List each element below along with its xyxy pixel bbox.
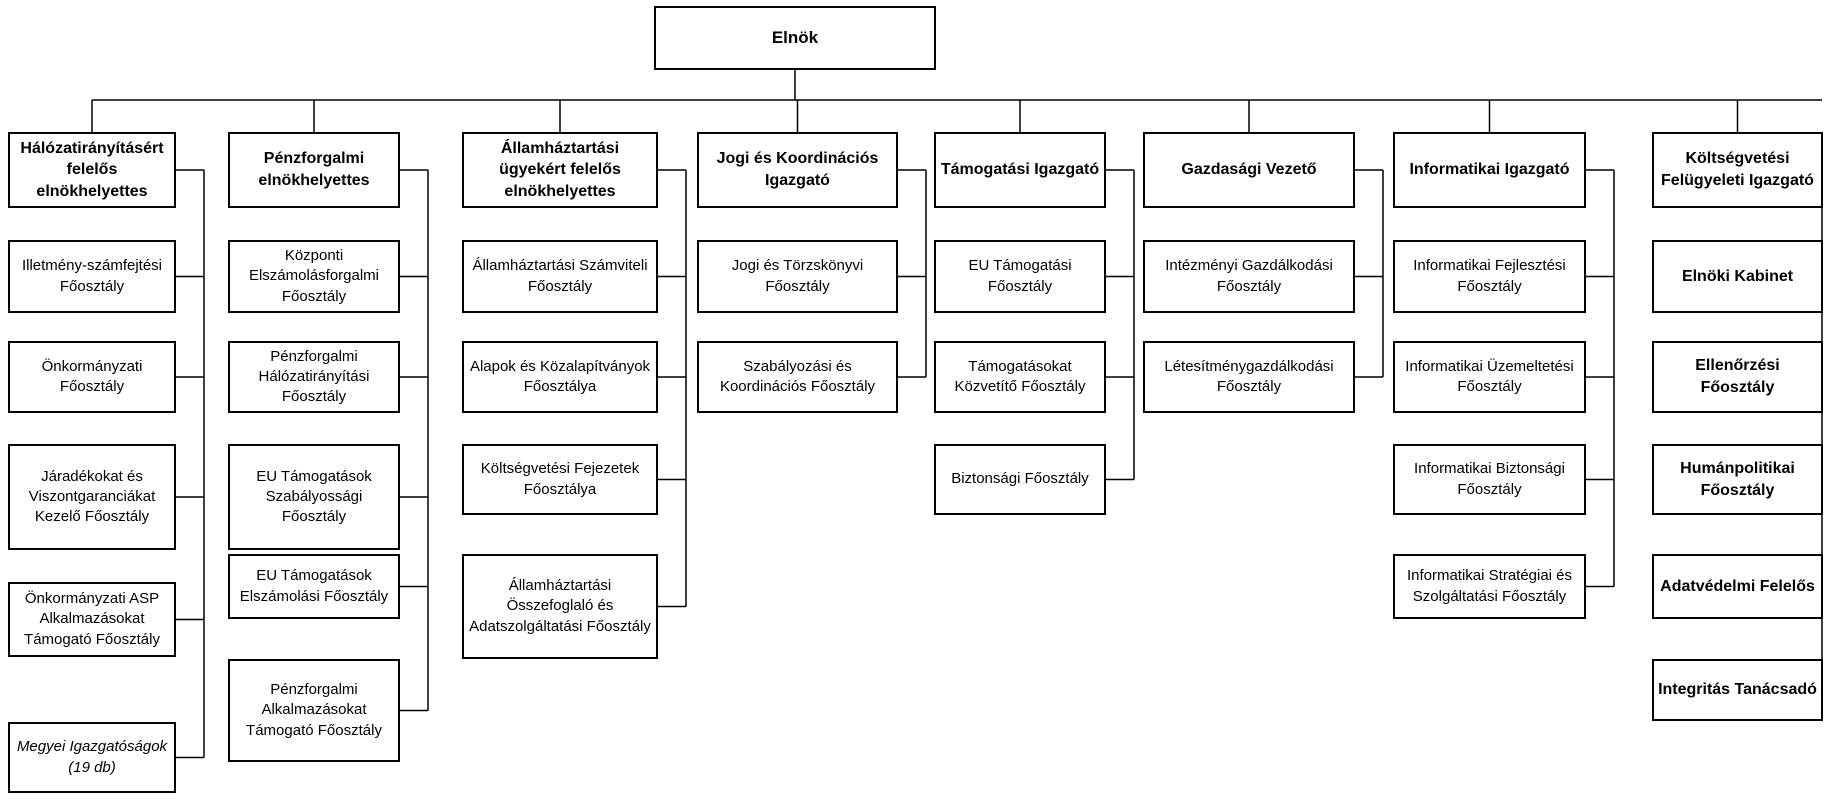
child-box-label: EU Támogatások Szabályossági Főosztály (256, 467, 372, 526)
child-box: EU Támogatások Szabályossági Főosztály (228, 444, 400, 550)
child-box-label: Informatikai Fejlesztési Főosztály (1413, 257, 1566, 295)
head-box: Gazdasági Vezető (1143, 132, 1355, 208)
child-box: Támogatásokat Közvetítő Főosztály (934, 341, 1106, 413)
child-box-label: Biztonsági Főosztály (951, 470, 1089, 488)
child-box-label: Informatikai Biztonsági Főosztály (1414, 460, 1565, 498)
child-box: Alapok és Közalapítványok Főosztálya (462, 341, 658, 413)
child-box-label: Humánpolitikai Főosztály (1680, 459, 1795, 499)
child-box: Megyei Igazgatóságok (19 db) (8, 722, 176, 793)
child-box-label: Költségvetési Fejezetek Főosztálya (480, 460, 640, 498)
child-box: Informatikai Üzemeltetési Főosztály (1393, 341, 1586, 413)
head-box-label: Hálózatirányításért felelős elnökhelyett… (20, 139, 164, 200)
child-box: Központi Elszámolásforgalmi Főosztály (228, 240, 400, 313)
child-box: Illetmény-számfejtési Főosztály (8, 240, 176, 313)
head-box: Államháztartási ügyekért felelős elnökhe… (462, 132, 658, 208)
child-box: Pénzforgalmi Hálózatirányítási Főosztály (228, 341, 400, 413)
child-box: Informatikai Biztonsági Főosztály (1393, 444, 1586, 515)
child-box-label: Támogatásokat Közvetítő Főosztály (954, 357, 1086, 395)
child-box-label: Integritás Tanácsadó (1658, 681, 1817, 699)
child-box: Létesítménygazdálkodási Főosztály (1143, 341, 1355, 413)
child-box-label: Központi Elszámolásforgalmi Főosztály (248, 247, 380, 305)
child-box-label: Pénzforgalmi Alkalmazásokat Támogató Főo… (246, 681, 382, 739)
child-box: Önkormányzati ASP Alkalmazásokat Támogat… (8, 582, 176, 657)
head-box: Pénzforgalmi elnökhelyettes (228, 132, 400, 208)
child-box: Intézményi Gazdálkodási Főosztály (1143, 240, 1355, 313)
root-box-label: Elnök (771, 27, 819, 47)
head-box: Hálózatirányításért felelős elnökhelyett… (8, 132, 176, 208)
child-box: Informatikai Stratégiai és Szolgáltatási… (1393, 554, 1586, 619)
child-box-label: Adatvédelmi Felelős (1660, 577, 1815, 595)
head-box-label: Jogi és Koordinációs Igazgató (716, 150, 879, 189)
child-box: EU Támogatási Főosztály (934, 240, 1106, 313)
child-box: Informatikai Fejlesztési Főosztály (1393, 240, 1586, 313)
child-box: Pénzforgalmi Alkalmazásokat Támogató Főo… (228, 659, 400, 762)
child-box-label: Ellenőrzési Főosztály (1695, 357, 1780, 396)
child-box: Biztonsági Főosztály (934, 444, 1106, 515)
child-box-label: Informatikai Stratégiai és Szolgáltatási… (1406, 567, 1573, 605)
child-box-label: Elnöki Kabinet (1681, 267, 1794, 285)
child-box: Jogi és Törzskönyvi Főosztály (697, 240, 898, 313)
child-box: Szabályozási és Koordinációs Főosztály (697, 341, 898, 413)
child-box-label: Önkormányzati Főosztály (41, 357, 143, 395)
child-box-label: Létesítménygazdálkodási Főosztály (1164, 357, 1334, 395)
root-box: Elnök (654, 6, 936, 70)
child-box-label: Intézményi Gazdálkodási Főosztály (1165, 257, 1333, 295)
child-box-label: Alapok és Közalapítványok Főosztálya (469, 357, 651, 395)
head-box: Jogi és Koordinációs Igazgató (697, 132, 898, 208)
child-box: Ellenőrzési Főosztály (1652, 341, 1823, 413)
child-box-label: Megyei Igazgatóságok (19 db) (16, 738, 168, 776)
head-box-label: Pénzforgalmi elnökhelyettes (258, 150, 370, 189)
head-box-label: Államháztartási ügyekért felelős elnökhe… (499, 139, 621, 200)
child-box: Járadékokat és Viszontgaranciákat Kezelő… (8, 444, 176, 550)
child-box: Elnöki Kabinet (1652, 240, 1823, 313)
child-box-label: Jogi és Törzskönyvi Főosztály (731, 257, 864, 295)
head-box-label: Támogatási Igazgató (940, 161, 1100, 179)
child-box: Költségvetési Fejezetek Főosztálya (462, 444, 658, 515)
head-box: Informatikai Igazgató (1393, 132, 1586, 208)
child-box-label: Járadékokat és Viszontgaranciákat Kezelő… (28, 467, 156, 526)
head-box: Költségvetési Felügyeleti Igazgató (1652, 132, 1823, 208)
child-box-label: Informatikai Üzemeltetési Főosztály (1405, 357, 1574, 395)
child-box: Államháztartási Összefoglaló és Adatszol… (462, 554, 658, 659)
head-box-label: Költségvetési Felügyeleti Igazgató (1661, 150, 1814, 189)
head-box: Támogatási Igazgató (934, 132, 1106, 208)
child-box: Humánpolitikai Főosztály (1652, 444, 1823, 515)
child-box-label: Szabályozási és Koordinációs Főosztály (719, 357, 876, 395)
head-box-label: Gazdasági Vezető (1181, 161, 1317, 179)
child-box: EU Támogatások Elszámolási Főosztály (228, 554, 400, 619)
child-box-label: Önkormányzati ASP Alkalmazásokat Támogat… (24, 590, 160, 648)
child-box: Önkormányzati Főosztály (8, 341, 176, 413)
child-box: Adatvédelmi Felelős (1652, 554, 1823, 619)
child-box-label: EU Támogatások Elszámolási Főosztály (239, 567, 389, 605)
child-box-label: Pénzforgalmi Hálózatirányítási Főosztály (258, 347, 370, 406)
child-box: Államháztartási Számviteli Főosztály (462, 240, 658, 313)
child-box: Integritás Tanácsadó (1652, 659, 1823, 721)
head-box-label: Informatikai Igazgató (1409, 161, 1570, 179)
child-box-label: EU Támogatási Főosztály (968, 257, 1072, 295)
child-box-label: Illetmény-számfejtési Főosztály (21, 257, 163, 295)
child-box-label: Államháztartási Összefoglaló és Adatszol… (469, 577, 651, 635)
child-box-label: Államháztartási Számviteli Főosztály (472, 257, 648, 295)
